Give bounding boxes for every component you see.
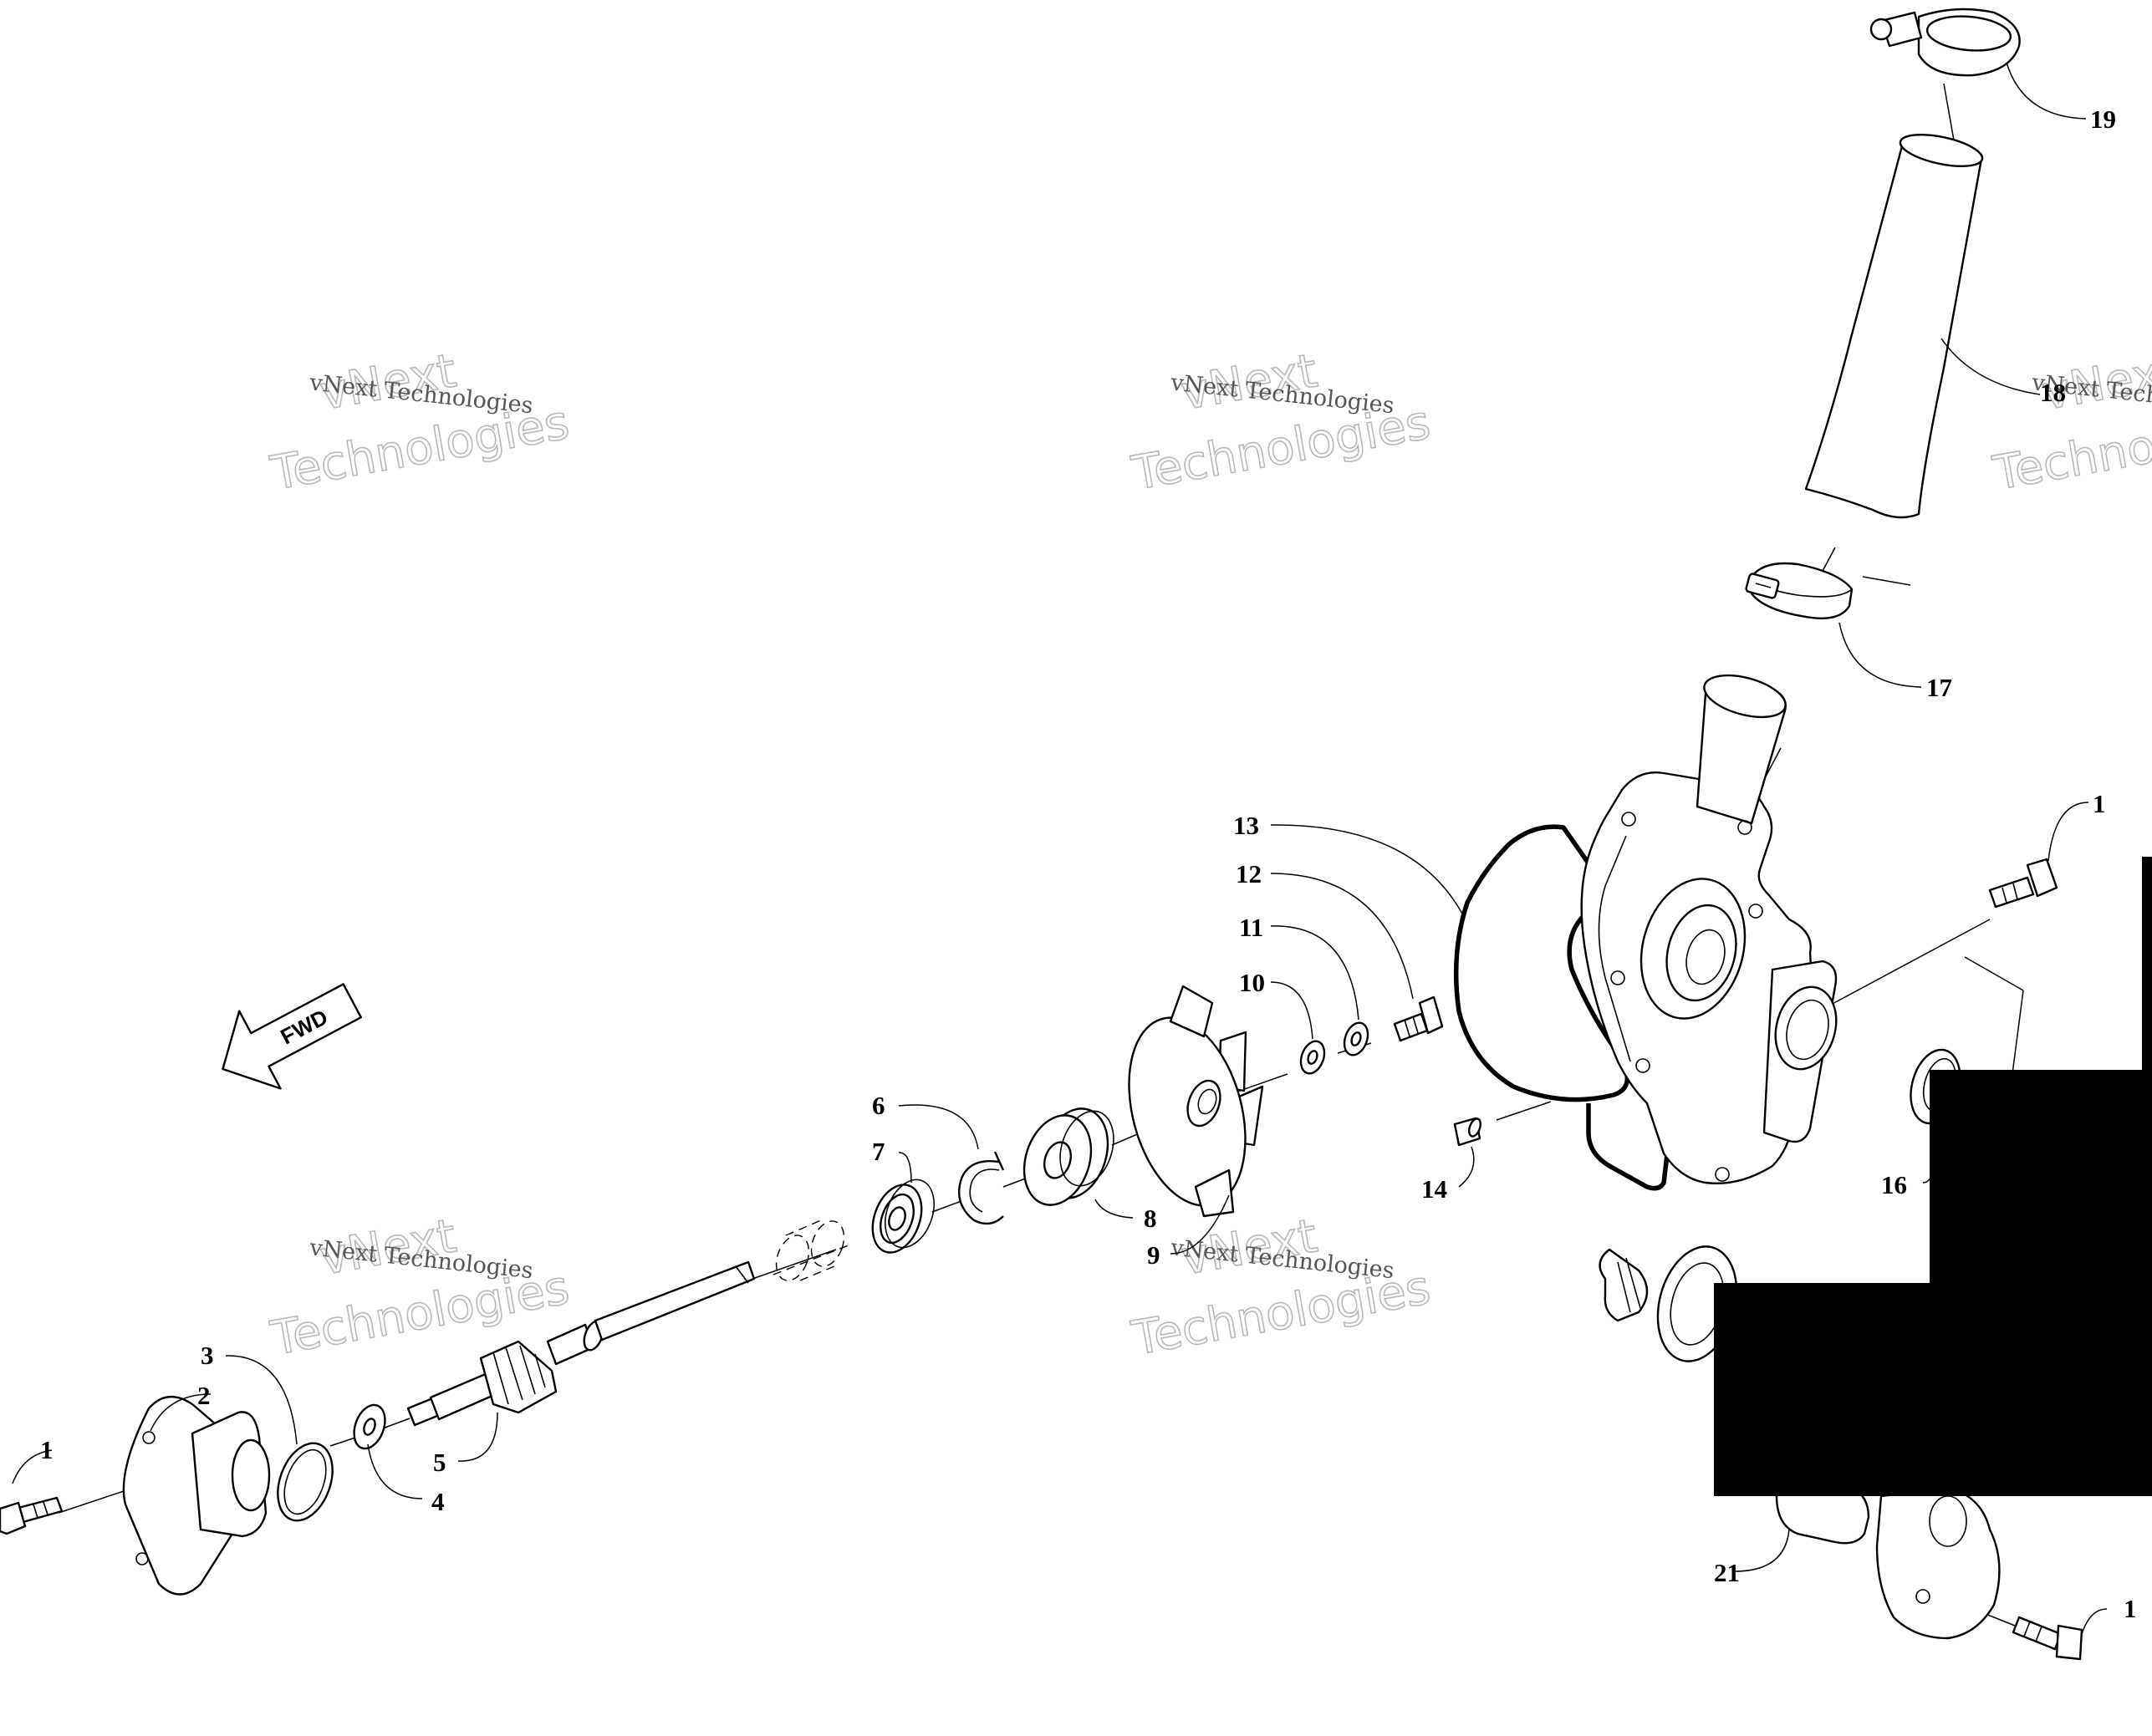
part-water-pump-body <box>1580 674 1838 1184</box>
callout-18: 18 <box>2040 378 2066 407</box>
callout-1-lower-left: 1 <box>40 1435 54 1464</box>
callout-10: 10 <box>1239 968 1265 997</box>
arrow-shape <box>222 983 362 1090</box>
part-14-dowel-pin <box>1453 1117 1481 1147</box>
watermark-1: vNext Technologies vNext Technologies <box>266 344 574 502</box>
callout-12: 12 <box>1236 859 1262 888</box>
redaction-upper-block <box>1930 1070 2152 1283</box>
part-12-bolt <box>1393 995 1444 1042</box>
part-thermostat-housing <box>1875 1486 2001 1640</box>
callout-17: 17 <box>1926 673 1952 702</box>
watermark-4: vNext Technologies vNext Technologies <box>266 1209 574 1367</box>
part-18-coolant-hose <box>1804 134 1984 519</box>
part-11-washer <box>1343 1021 1369 1056</box>
callout-6: 6 <box>872 1091 885 1120</box>
callout-2: 2 <box>197 1381 211 1410</box>
callout-labels: 1 2 3 4 5 6 7 8 9 10 11 12 13 14 16 17 1… <box>40 104 2137 1623</box>
callout-5: 5 <box>433 1448 446 1477</box>
part-2-cover-housing <box>122 1396 271 1596</box>
part-17-hose-clamp <box>1745 562 1854 620</box>
callout-4: 4 <box>431 1487 445 1516</box>
callout-1-right: 1 <box>2093 789 2106 818</box>
watermark-5: vNext Technologies vNext Technologies <box>1127 1209 1435 1367</box>
callout-8: 8 <box>1144 1204 1157 1233</box>
part-9-impeller <box>1128 985 1264 1218</box>
watermark-3: vNext Technologies vNext Technologies <box>1988 344 2152 502</box>
fwd-direction-arrow: FWD <box>222 983 362 1090</box>
callout-21: 21 <box>1714 1558 1740 1587</box>
callout-19: 19 <box>2090 104 2116 134</box>
part-bolt-1-right <box>1988 858 2058 909</box>
part-3-o-ring <box>277 1442 334 1522</box>
leader-lines <box>12 62 2108 1635</box>
redaction-lower-block <box>1714 1283 2152 1496</box>
part-bolt-1-lower-left <box>0 1496 64 1535</box>
callout-9: 9 <box>1147 1240 1160 1270</box>
part-19-hose-clamp-top <box>1869 8 2021 77</box>
part-6-circlip <box>957 1151 1005 1225</box>
redacted-area <box>1714 857 2152 1496</box>
part-hidden-seal <box>775 1219 845 1281</box>
part-5-pump-shaft-gear <box>406 1260 756 1427</box>
callout-11: 11 <box>1239 913 1263 942</box>
callout-14: 14 <box>1421 1174 1447 1204</box>
watermark-2: vNext Technologies vNext Technologies <box>1127 344 1435 502</box>
callout-16: 16 <box>1881 1170 1907 1199</box>
part-10-washer <box>1299 1040 1326 1075</box>
callout-1-lower-right: 1 <box>2124 1594 2137 1623</box>
callout-3: 3 <box>201 1341 214 1370</box>
part-7-bearing <box>871 1179 935 1254</box>
redaction-edge-strip <box>2142 857 2152 1070</box>
part-8-mechanical-seal <box>1022 1107 1114 1206</box>
callout-13: 13 <box>1233 811 1259 840</box>
callout-7: 7 <box>872 1137 885 1166</box>
part-4-washer <box>353 1403 386 1450</box>
part-bolt-1-lower-right <box>2012 1616 2083 1661</box>
